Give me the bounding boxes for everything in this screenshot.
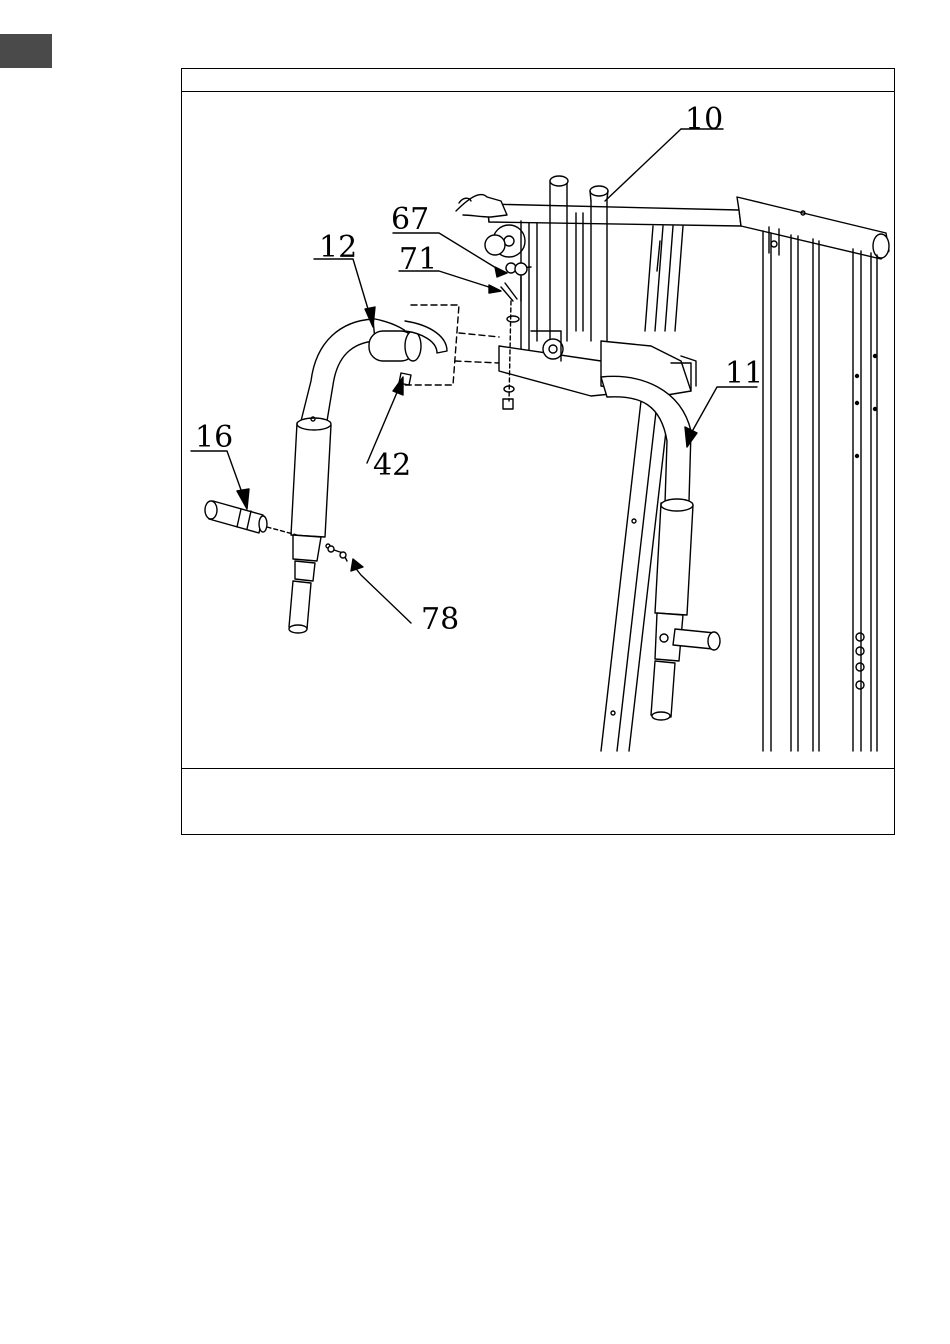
part-label-10: 10 [685, 102, 723, 137]
hardware-parts [328, 263, 531, 561]
part-label-16: 16 [195, 420, 233, 455]
handle-16-part [205, 501, 297, 535]
part-label-67: 67 [391, 202, 429, 237]
part-label-71: 71 [399, 242, 437, 277]
assembly-diagram: 10 67 12 71 11 42 16 78 [182, 92, 894, 768]
panel-header-row [182, 69, 894, 92]
part-label-78: 78 [421, 602, 459, 637]
right-arm-assembly [601, 376, 720, 720]
part-label-12: 12 [319, 230, 357, 265]
left-arm-assembly [289, 319, 447, 633]
part-label-11: 11 [725, 356, 763, 391]
part-label-42: 42 [373, 448, 411, 483]
page-section-tab [0, 34, 52, 68]
assembly-drawing: 10 67 12 71 11 42 16 78 [182, 92, 894, 768]
assembly-step-panel: 10 67 12 71 11 42 16 78 [181, 68, 895, 835]
panel-caption-row [182, 768, 894, 834]
